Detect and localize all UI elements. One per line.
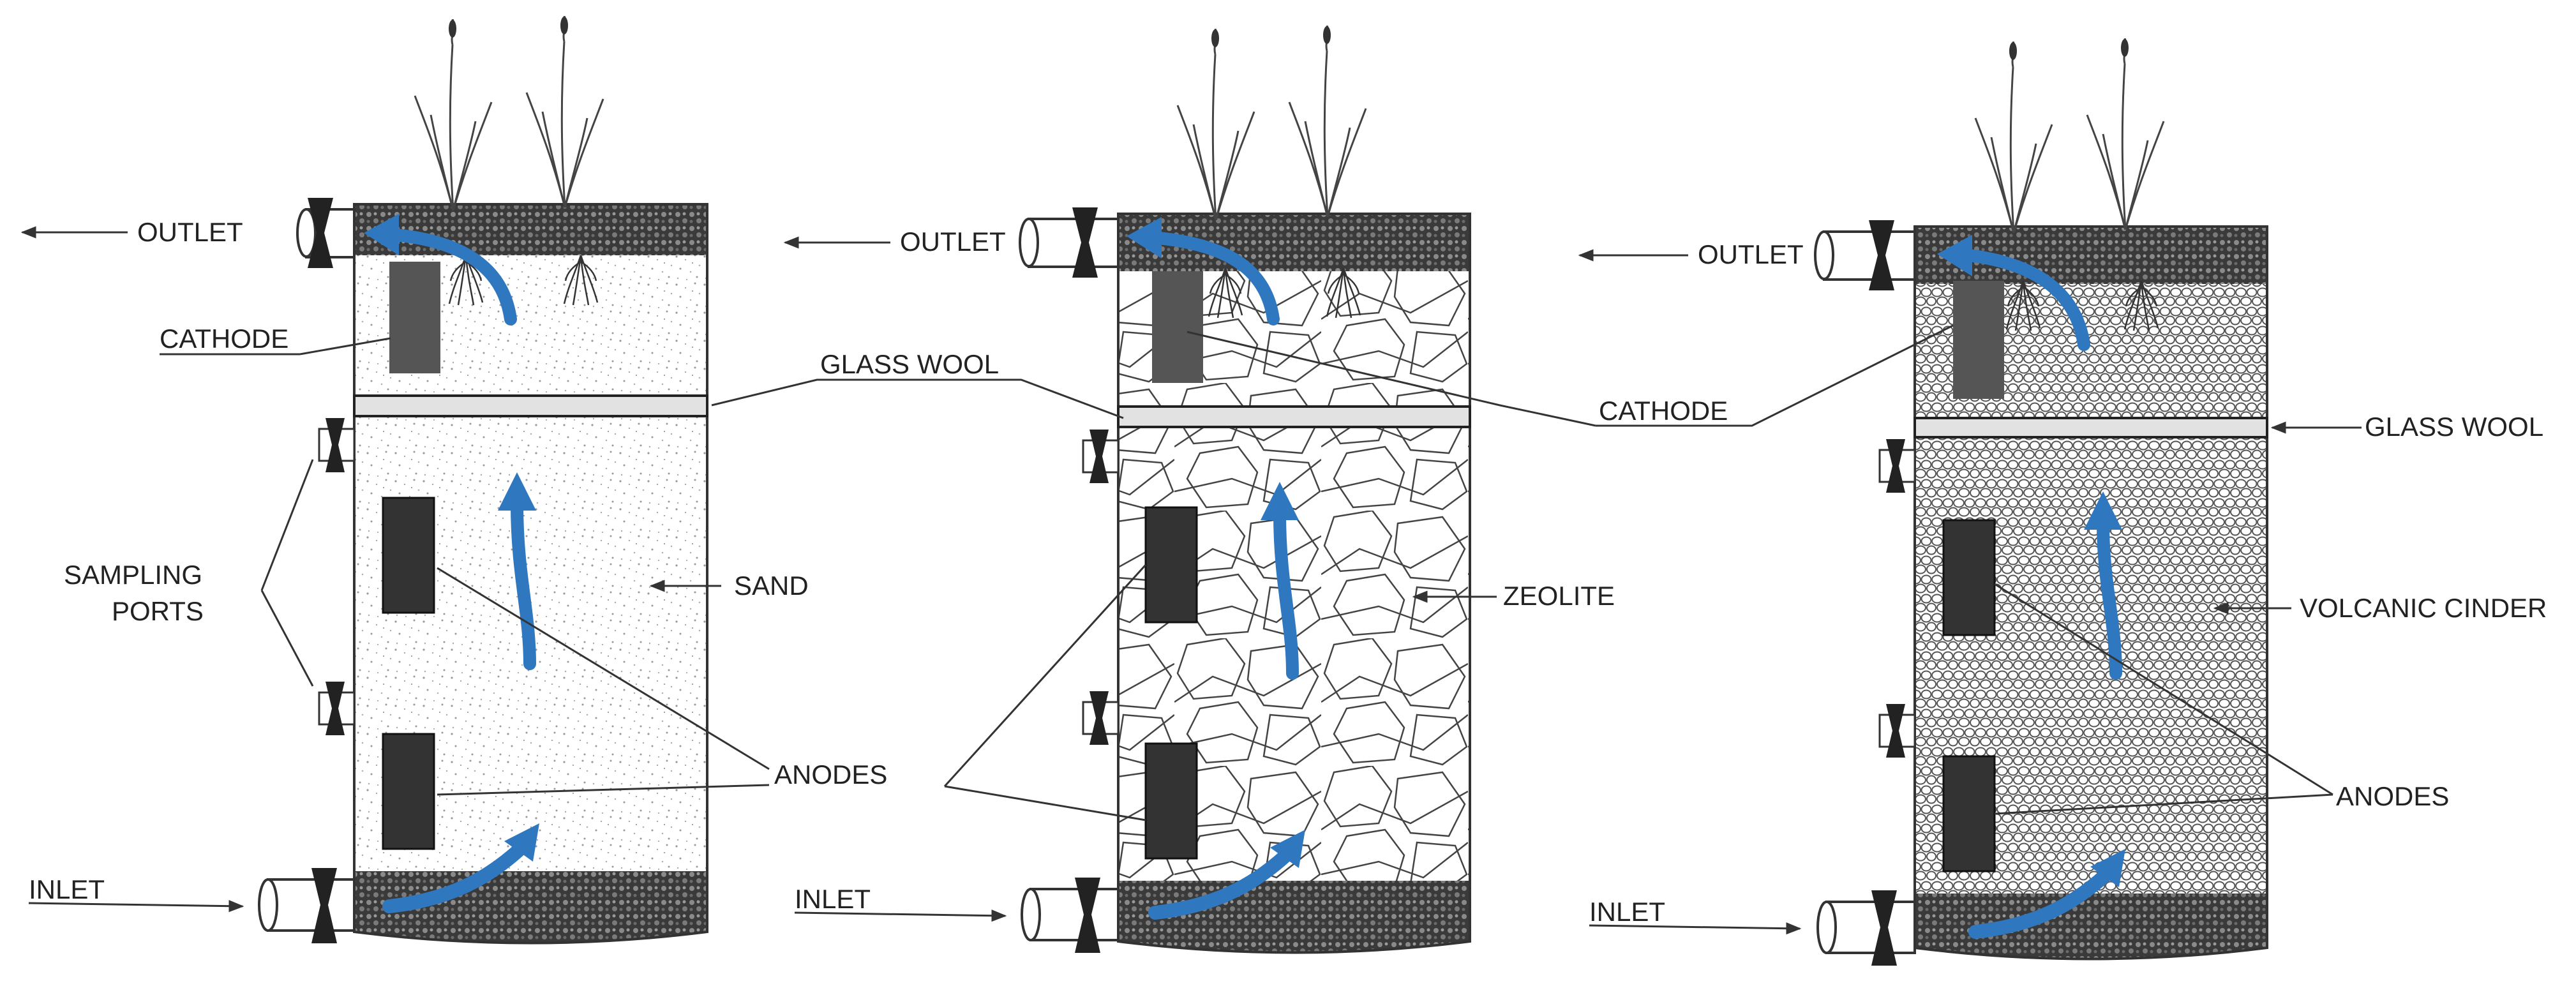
sampling-ports-label: SAMPLING <box>64 560 202 590</box>
outlet-valve <box>296 198 356 268</box>
outlet-label: OUTLET <box>900 227 1006 257</box>
outlet-label: OUTLET <box>137 217 243 247</box>
valve-icon <box>1090 691 1109 745</box>
anode-electrode <box>382 733 435 850</box>
cathode-electrode <box>1152 271 1203 383</box>
pipe-icon <box>1823 230 1916 281</box>
valve-icon <box>1886 704 1905 758</box>
valve-icon <box>308 198 333 268</box>
sampling-port <box>1082 430 1120 483</box>
inlet-label: INLET <box>1589 897 1665 927</box>
outlet-label: OUTLET <box>1698 239 1804 269</box>
inlet-label: INLET <box>795 884 871 914</box>
glass-wool-label: GLASS WOOL <box>820 349 999 379</box>
flow-arrow-icon <box>1963 249 2122 939</box>
plant-icon <box>1176 29 1255 220</box>
labels: OUTLET OUTLET OUTLET CATHODE CATHODE GLA… <box>29 217 2547 927</box>
valve-icon <box>1090 430 1109 483</box>
column-outline <box>1117 213 1471 954</box>
glass-wool-layer <box>1117 405 1471 428</box>
plant-icon <box>525 16 604 207</box>
valve-icon <box>1072 207 1098 278</box>
bottom-gravel-layer <box>1915 894 2267 959</box>
valve-icon <box>311 868 337 943</box>
column-sand <box>353 16 708 945</box>
top-gravel-layer <box>354 204 707 255</box>
sampling-port <box>1082 691 1120 745</box>
volcanic-cinder-label: VOLCANIC CINDER <box>2300 593 2547 623</box>
column-outline <box>353 203 708 945</box>
valve-icon <box>1869 220 1894 290</box>
anode-electrode <box>1942 755 1996 872</box>
valve-icon <box>1075 878 1100 953</box>
pipe-icon <box>1825 901 1916 954</box>
flow-arrowheads <box>1937 235 2125 887</box>
cathode-electrode <box>1953 281 2004 399</box>
plant-icon <box>2086 38 2165 230</box>
valve-icon <box>326 682 345 735</box>
cathode-electrode <box>389 262 440 373</box>
flow-arrow-icon <box>382 228 536 913</box>
anode-electrode <box>1942 519 1996 636</box>
inlet-label: INLET <box>29 874 105 904</box>
outlet-valve <box>1814 220 1916 290</box>
anodes-label: ANODES <box>2336 781 2449 811</box>
plant-icon <box>414 19 493 211</box>
glass-wool-layer <box>353 394 708 417</box>
inlet-valve <box>258 868 356 943</box>
pipes-and-valves <box>258 198 1916 966</box>
zeolite-label: ZEOLITE <box>1503 581 1615 611</box>
flow-arrowheads <box>364 214 539 862</box>
column-volcanic-cinder <box>1913 38 2268 961</box>
sampling-port <box>318 418 356 472</box>
plant-icon <box>1288 26 1367 217</box>
valve-icon <box>1886 439 1905 493</box>
column-outline <box>1913 225 2268 961</box>
anodes-label: ANODES <box>774 759 887 789</box>
pipe-icon <box>1028 218 1120 268</box>
anode-electrode <box>382 497 435 614</box>
sampling-port <box>1878 439 1916 493</box>
outlet-valve <box>1019 207 1120 278</box>
pipe-icon <box>1030 888 1120 941</box>
glass-wool-label: GLASS WOOL <box>2365 412 2543 442</box>
valve-icon <box>1871 890 1897 966</box>
flow-arrowheads <box>1127 217 1305 868</box>
sand-label: SAND <box>734 571 809 601</box>
flow-arrow-icon <box>1148 232 1299 920</box>
inlet-valve <box>1816 890 1916 966</box>
valve-icon <box>326 418 345 472</box>
inlet-valve <box>1021 878 1120 953</box>
bottom-gravel-layer <box>354 871 707 943</box>
cathode-label: CATHODE <box>1599 396 1728 426</box>
anode-electrode <box>1144 742 1198 860</box>
cathode-label: CATHODE <box>160 324 288 354</box>
sampling-port <box>1878 704 1916 758</box>
pipe-icon <box>267 878 356 932</box>
bottom-gravel-layer <box>1118 881 1470 953</box>
glass-wool-layer <box>1913 417 2268 438</box>
anode-electrode <box>1144 506 1198 624</box>
plant-icon <box>1974 41 2053 233</box>
sampling-ports-label: PORTS <box>112 596 204 626</box>
column-zeolite <box>1117 26 1471 954</box>
leader-lines <box>20 226 2362 935</box>
sampling-port <box>318 682 356 735</box>
